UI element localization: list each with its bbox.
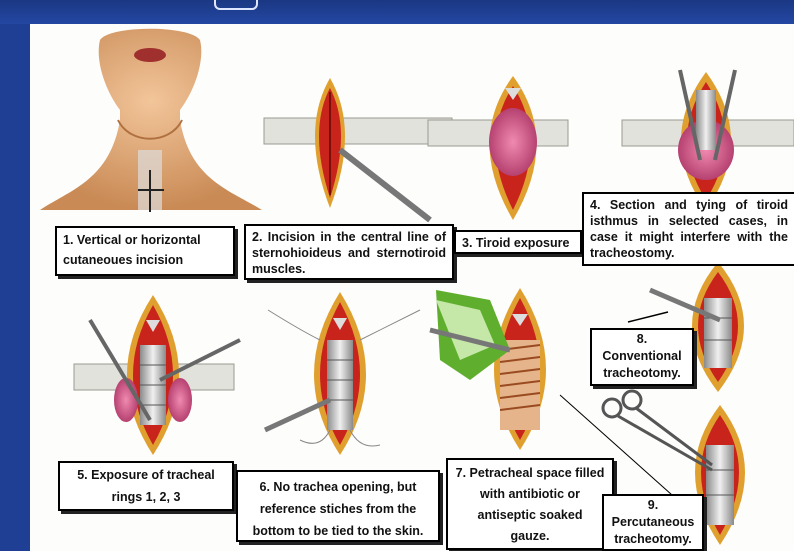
step-7-line1: 7. Petracheal space filled (454, 463, 606, 484)
step-6-line2: reference stiches from the (244, 498, 432, 520)
step-7-line4: gauze. (454, 526, 606, 547)
step-9-line1: Percutaneous (610, 514, 696, 531)
stitches-illustration (265, 292, 420, 455)
step-7-line3: antiseptic soaked (454, 505, 606, 526)
step-6-label: 6. No trachea opening, but reference sti… (236, 470, 440, 542)
step-4-label: 4. Section and tying of tiroid isthmus i… (582, 192, 794, 266)
step-7-label: 7. Petracheal space filled with antibiot… (446, 458, 614, 550)
step-6-line3: bottom to be tied to the skin. (244, 520, 432, 542)
step-3-label: 3. Tiroid exposure (454, 230, 582, 254)
step-5-line1: 5. Exposure of tracheal (66, 467, 226, 483)
isthmus-illustration (622, 70, 794, 210)
step-9-line2: tracheotomy. (610, 531, 696, 548)
step-2-text: 2. Incision in the central line of stern… (252, 230, 446, 276)
step-4-text: 4. Section and tying of tiroid isthmus i… (590, 198, 788, 260)
step-1-line1: 1. Vertical or horizontal (63, 232, 227, 248)
step-8-number: 8. (598, 331, 686, 348)
thyroid-illustration (428, 76, 568, 220)
step-8-label: 8. Conventional tracheotomy. (590, 328, 694, 386)
step-2-label: 2. Incision in the central line of stern… (244, 224, 454, 280)
step-8-line1: Conventional (598, 348, 686, 365)
step-5-label: 5. Exposure of tracheal rings 1, 2, 3 (58, 461, 234, 511)
incision-illustration (264, 78, 452, 220)
gauze-illustration (430, 288, 546, 450)
step-1-line2: cutaneoues incision (63, 252, 227, 268)
step-6-line1: 6. No trachea opening, but (244, 476, 432, 498)
tracheal-rings-illustration (74, 295, 240, 455)
neck-illustration (40, 29, 262, 212)
step-9-number: 9. (610, 497, 696, 514)
step-9-label: 9. Percutaneous tracheotomy. (602, 494, 704, 551)
step-5-line2: rings 1, 2, 3 (66, 489, 226, 505)
step-3-text: 3. Tiroid exposure (462, 235, 574, 251)
step-7-line2: with antibiotic or (454, 484, 606, 505)
step-8-line2: tracheotomy. (598, 365, 686, 382)
step-1-label: 1. Vertical or horizontal cutaneoues inc… (55, 226, 235, 276)
